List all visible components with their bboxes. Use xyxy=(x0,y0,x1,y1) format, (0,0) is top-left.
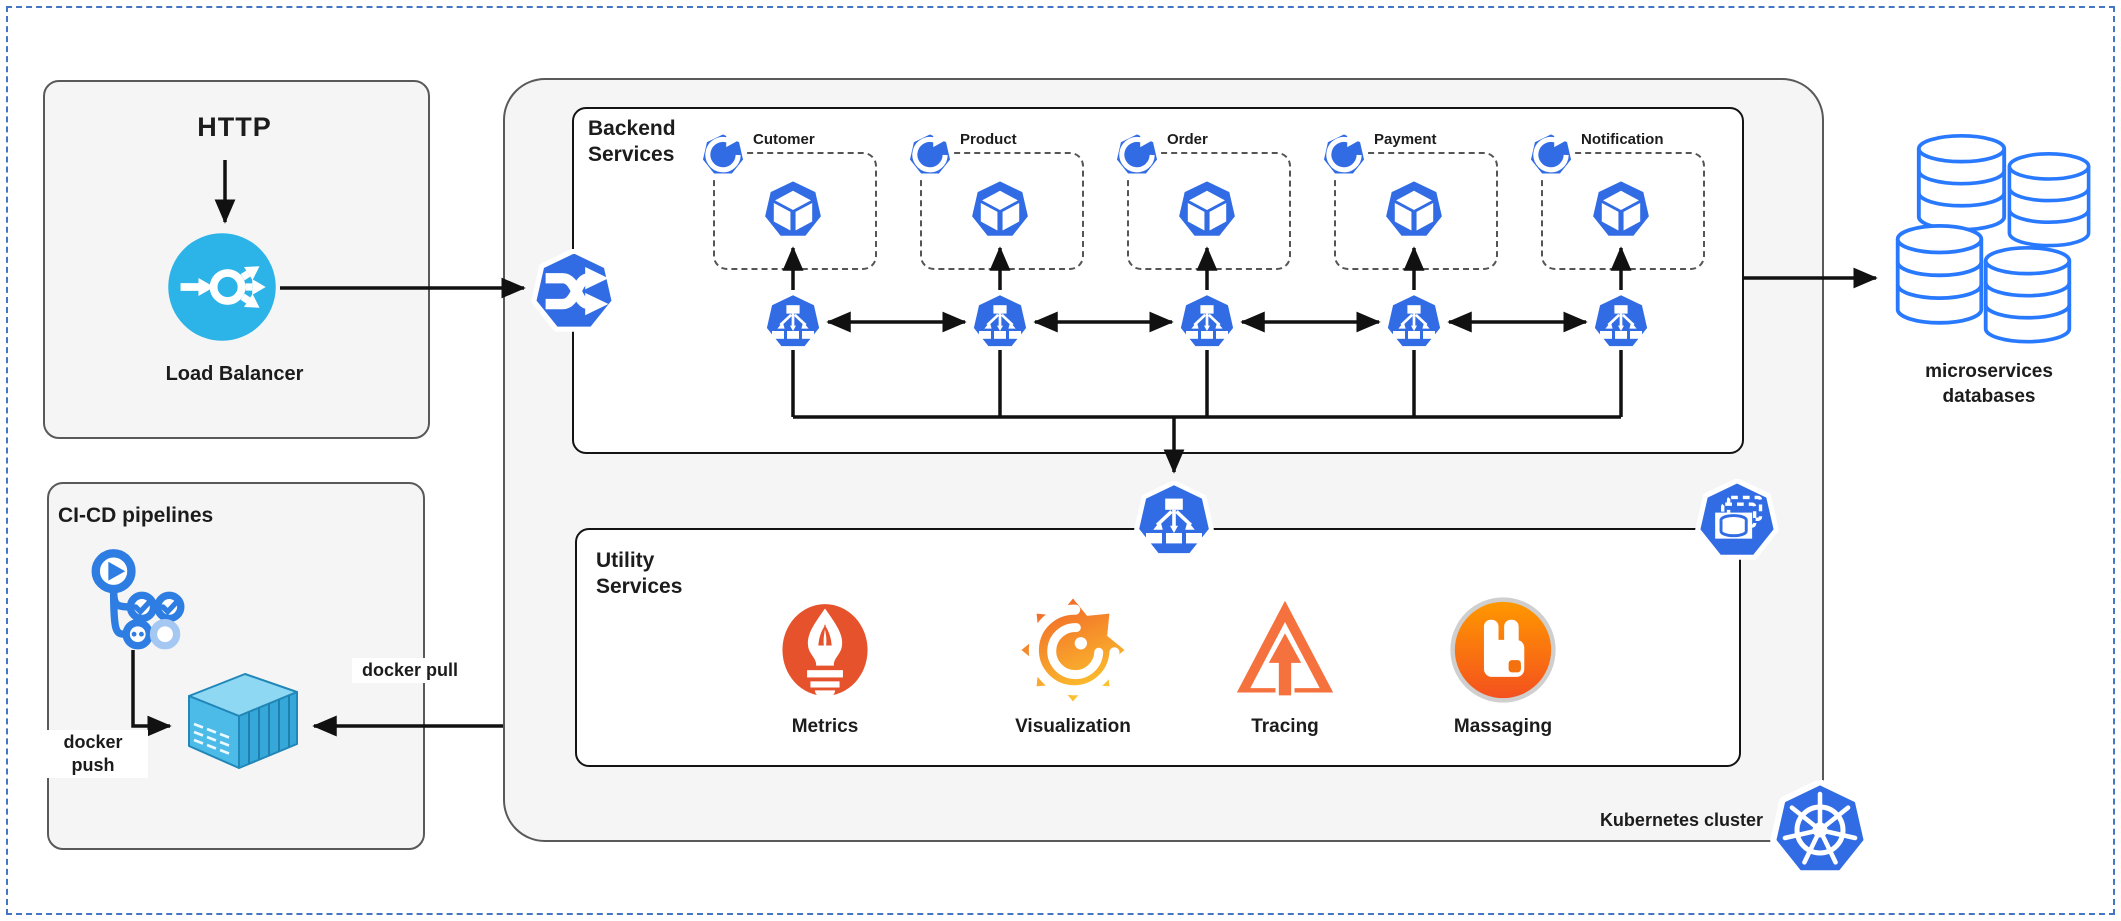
utility-label: Metrics xyxy=(791,716,859,737)
load-balancer-label: Load Balancer xyxy=(165,363,304,385)
service-icon xyxy=(1177,292,1237,352)
statefulset-icon xyxy=(1695,479,1779,563)
tracing-triangle-icon xyxy=(1235,599,1335,699)
service-label: Product xyxy=(960,131,1017,148)
utility-label: Massaging xyxy=(1453,716,1553,737)
docker-pull-label: docker pull xyxy=(352,658,468,684)
deployment-icon xyxy=(700,132,746,178)
utility-services-title: Utility Services xyxy=(596,549,683,598)
deployment-icon xyxy=(1528,132,1574,178)
pod-icon xyxy=(1589,178,1653,242)
kubernetes-icon xyxy=(1770,780,1870,880)
service-icon xyxy=(763,292,823,352)
utility-label: Visualization xyxy=(1015,716,1131,737)
docker-push-label: docker push xyxy=(38,730,148,779)
databases-label: microservices databases xyxy=(1925,361,2053,407)
deployment-icon xyxy=(1114,132,1160,178)
deployment-icon xyxy=(1321,132,1367,178)
kubernetes-cluster-label: Kubernetes cluster xyxy=(1599,810,1763,830)
database-cylinders-icon xyxy=(1895,133,2091,344)
prometheus-icon xyxy=(782,604,868,699)
cicd-title: CI-CD pipelines xyxy=(58,504,214,527)
backend-services-title: Backend Services xyxy=(588,117,676,166)
service-icon xyxy=(1384,292,1444,352)
service-icon xyxy=(1591,292,1651,352)
rabbitmq-icon xyxy=(1450,597,1556,703)
utility-label: Tracing xyxy=(1251,716,1319,737)
ci-pipeline-icon xyxy=(80,546,185,651)
grafana-icon xyxy=(1017,594,1129,706)
load-balancer-icon xyxy=(166,231,278,343)
http-group-box xyxy=(43,80,430,439)
service-icon xyxy=(1134,481,1214,561)
pod-icon xyxy=(1382,178,1446,242)
docker-container-icon xyxy=(187,672,299,770)
pod-icon xyxy=(761,178,825,242)
service-label: Cutomer xyxy=(753,131,815,148)
deployment-icon xyxy=(907,132,953,178)
service-label: Order xyxy=(1167,131,1208,148)
service-icon xyxy=(970,292,1030,352)
ingress-icon xyxy=(531,249,617,335)
http-title: HTTP xyxy=(197,112,272,142)
service-label: Notification xyxy=(1581,131,1664,148)
pod-icon xyxy=(1175,178,1239,242)
service-label: Payment xyxy=(1374,131,1437,148)
pod-icon xyxy=(968,178,1032,242)
